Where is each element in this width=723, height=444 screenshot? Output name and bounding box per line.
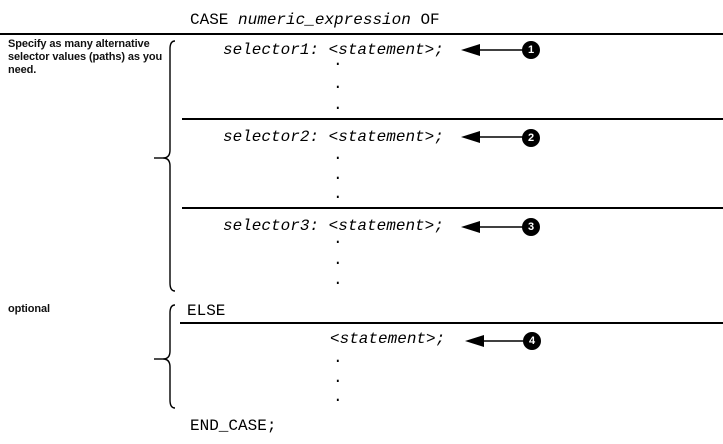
else-statement: <statement>; [330, 330, 446, 348]
ellipsis-dot: . [333, 146, 343, 164]
ellipsis-dot: . [333, 52, 343, 70]
selector-row-3: selector3: <statement>; [223, 216, 444, 236]
callout-badge-1: 1 [522, 41, 540, 59]
selector2-statement: <statement>; [328, 128, 444, 146]
ellipsis-dot: . [333, 230, 343, 248]
rule-before-selector3 [182, 207, 723, 209]
annotation-note: Specify as many alternative selector val… [8, 38, 178, 77]
selector-row-1: selector1: <statement>; [223, 40, 444, 60]
ellipsis-dot: . [333, 271, 343, 289]
rule-below-else [180, 322, 723, 324]
else-keyword: ELSE [187, 302, 226, 320]
selector1-statement: <statement>; [328, 41, 444, 59]
ellipsis-dot: . [333, 75, 343, 93]
selector2-label: selector2: [223, 128, 320, 146]
optional-label: optional [8, 303, 50, 315]
case-header-line: CASE numeric_expression OF [190, 10, 440, 30]
ellipsis-dot: . [333, 166, 343, 184]
callout-badge-3: 3 [522, 218, 540, 236]
rule-top [0, 33, 723, 35]
rule-before-selector2 [182, 118, 723, 120]
callout-arrow-icon [461, 44, 523, 56]
selector-row-2: selector2: <statement>; [223, 127, 444, 147]
callout-arrow-icon [465, 335, 527, 347]
selector3-statement: <statement>; [328, 217, 444, 235]
selector1-label: selector1: [223, 41, 320, 59]
callout-badge-2: 2 [522, 129, 540, 147]
else-group-brace [154, 304, 176, 409]
annotation-line-1: Specify as many alternative [8, 38, 150, 50]
callout-arrow-icon [461, 131, 523, 143]
numeric-expression-placeholder: numeric_expression [238, 11, 411, 29]
case-keyword: CASE [190, 11, 229, 29]
ellipsis-dot: . [333, 388, 343, 406]
ellipsis-dot: . [333, 349, 343, 367]
ellipsis-dot: . [333, 251, 343, 269]
annotation-line-2: selector values (paths) as you [8, 51, 163, 63]
ellipsis-dot: . [333, 96, 343, 114]
end-case-keyword: END_CASE; [190, 417, 277, 435]
selectors-group-brace [154, 40, 176, 292]
callout-arrow-icon [461, 221, 523, 233]
of-keyword: OF [420, 11, 440, 29]
annotation-line-3: need. [8, 64, 37, 76]
ellipsis-dot: . [333, 369, 343, 387]
callout-badge-4: 4 [523, 332, 541, 350]
ellipsis-dot: . [333, 185, 343, 203]
selector3-label: selector3: [223, 217, 320, 235]
